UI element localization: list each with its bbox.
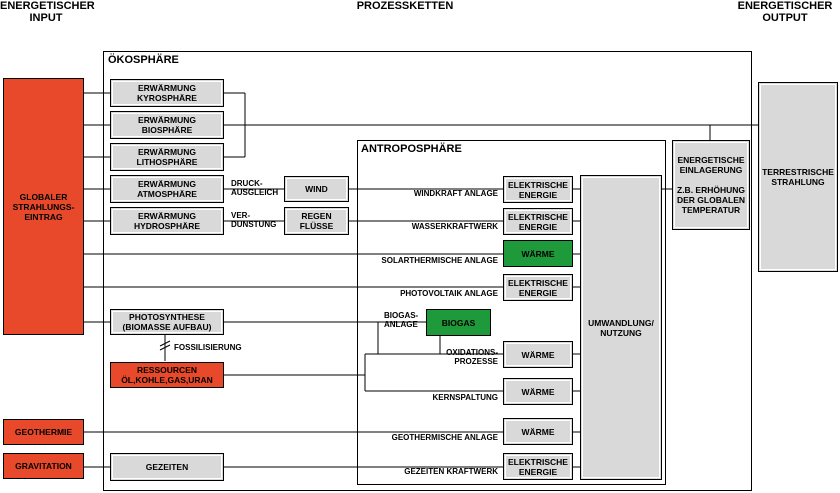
antroposphaere-frame bbox=[357, 140, 666, 485]
box-gezeiten: GEZEITEN bbox=[110, 453, 224, 481]
box-regen-fluesse: REGEN FLÜSSE bbox=[284, 207, 349, 235]
label-gezeiten-kraftwerk: GEZEITEN KRAFTWERK bbox=[404, 467, 498, 476]
box-elektrische-energie-gezeiten: ELEKTRISCHE ENERGIE bbox=[503, 453, 573, 480]
header-output: ENERGETISCHER OUTPUT bbox=[737, 0, 833, 24]
label-biogas-anlage: BIOGAS- ANLAGE bbox=[384, 311, 419, 329]
box-ressourcen: RESSOURCEN ÖL,KOHLE,GAS,URAN bbox=[110, 362, 224, 388]
label-windkraft-anlage: WINDKRAFT ANLAGE bbox=[413, 189, 498, 198]
box-biogas: BIOGAS bbox=[426, 309, 491, 336]
box-terrestrische-strahlung: TERRESTRISCHE STRAHLUNG bbox=[758, 82, 838, 272]
box-photosynthese: PHOTOSYNTHESE (BIOMASSE AUFBAU) bbox=[110, 309, 224, 335]
box-waerme-oxidation: WÄRME bbox=[503, 341, 573, 368]
label-fossilisierung: FOSSILISIERUNG bbox=[174, 343, 242, 352]
header-input: ENERGETISCHER INPUT bbox=[0, 0, 95, 24]
box-erwaermung-biosphaere: ERWÄRMUNG BIOSPHÄRE bbox=[110, 111, 224, 139]
label-druckausgleich: DRUCK- AUSGLEICH bbox=[231, 179, 279, 197]
box-elektrische-energie-wind: ELEKTRISCHE ENERGIE bbox=[503, 176, 573, 203]
box-erwaermung-kyrosphaere: ERWÄRMUNG KYROSPHÄRE bbox=[110, 79, 224, 107]
box-wind: WIND bbox=[284, 176, 349, 202]
oekosphaere-frame bbox=[103, 51, 752, 491]
box-waerme-geothermie: WÄRME bbox=[503, 418, 573, 445]
label-oxidationsprozesse: OXIDATIONS- PROZESSE bbox=[446, 348, 498, 366]
label-solarthermische-anlage: SOLARTHERMISCHE ANLAGE bbox=[381, 256, 498, 265]
box-energetische-einlagerung: ENERGETISCHE EINLAGERUNG Z.B. ERHÖHUNG D… bbox=[672, 140, 750, 230]
box-erwaermung-hydrosphaere: ERWÄRMUNG HYDROSPHÄRE bbox=[110, 207, 224, 235]
antroposphaere-title: ANTROPOSPHÄRE bbox=[361, 143, 462, 155]
oekosphaere-title: ÖKOSPHÄRE bbox=[108, 54, 179, 66]
source-geothermie: GEOTHERMIE bbox=[3, 419, 84, 445]
box-erwaermung-atmosphaere: ERWÄRMUNG ATMOSPHÄRE bbox=[110, 175, 224, 203]
box-elektrische-energie-pv: ELEKTRISCHE ENERGIE bbox=[503, 274, 573, 301]
label-wasserkraftwerk: WASSERKRAFTWERK bbox=[411, 222, 498, 231]
box-erwaermung-lithosphaere: ERWÄRMUNG LITHOSPHÄRE bbox=[110, 143, 224, 171]
label-photovoltaik-anlage: PHOTOVOLTAIK ANLAGE bbox=[400, 289, 498, 298]
box-waerme-solar: WÄRME bbox=[503, 240, 573, 267]
box-elektrische-energie-wasser: ELEKTRISCHE ENERGIE bbox=[503, 208, 573, 235]
label-verdunstung: VER- DUNSTUNG bbox=[231, 211, 277, 229]
box-umwandlung-nutzung: UMWANDLUNG/ NUTZUNG bbox=[580, 175, 662, 480]
source-gravitation: GRAVITATION bbox=[3, 453, 84, 479]
label-kernspaltung: KERNSPALTUNG bbox=[432, 393, 498, 402]
source-global-radiation: GLOBALER STRAHLUNGS- EINTRAG bbox=[3, 78, 84, 335]
header-chains: PROZESSKETTEN bbox=[356, 0, 454, 12]
label-geothermische-anlage: GEOTHERMISCHE ANLAGE bbox=[391, 433, 498, 442]
box-waerme-kern: WÄRME bbox=[503, 378, 573, 405]
